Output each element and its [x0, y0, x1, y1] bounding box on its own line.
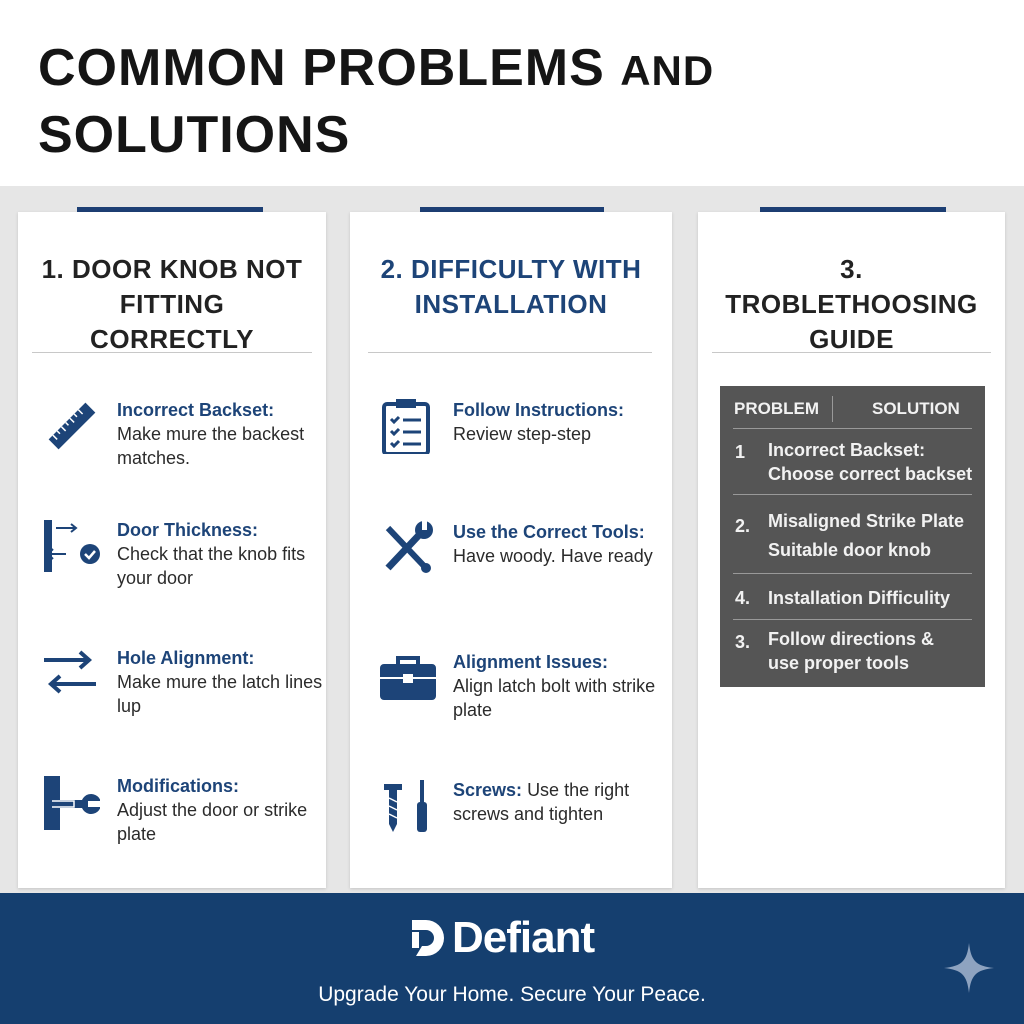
swap-arrows-icon	[44, 650, 96, 694]
row-divider	[733, 494, 972, 495]
item-text: Adjust the door or strike plate	[117, 800, 308, 844]
sparkle-icon	[944, 943, 994, 993]
door-wrench-icon	[44, 776, 100, 830]
tagline: Upgrade Your Home. Secure Your Peace.	[318, 983, 706, 1006]
item-title: Screws:	[453, 780, 523, 800]
row-divider	[733, 619, 972, 620]
item-text: Use the right screws and tighten	[453, 780, 630, 824]
item-text: Make mure the backest matches.	[117, 424, 305, 468]
item-title: Modifications:	[117, 776, 239, 796]
row-divider	[733, 428, 972, 429]
card-title: 2. DIFFICULTY WITH INSTALLATION	[380, 254, 642, 319]
card-installation: 2. DIFFICULTY WITH INSTALLATION Follow I…	[350, 212, 672, 888]
page-title-line2: SOLUTIONS	[38, 106, 351, 164]
item-text: Have woody. Have ready	[453, 546, 653, 566]
footer: Defiant Upgrade Your Home. Secure Your P…	[0, 893, 1024, 1024]
card-title: 3. TROBLETHOOSING GUIDE	[725, 254, 978, 354]
item-text: Check that the knob fits your door	[117, 544, 306, 588]
page-title-line1: COMMON PROBLEMS AND	[38, 39, 715, 97]
item-text: Make mure the latch lines lup	[117, 672, 323, 716]
divider	[32, 352, 312, 353]
door-thickness-check-icon	[44, 520, 100, 572]
divider	[368, 352, 652, 353]
header: COMMON PROBLEMS AND SOLUTIONS	[0, 0, 1024, 186]
defiant-logo-icon	[412, 920, 444, 956]
ruler-icon	[48, 402, 96, 450]
clipboard-checklist-icon	[382, 399, 430, 454]
item-title: Alignment Issues:	[453, 652, 609, 672]
item-title: Incorrect Backset:	[117, 400, 275, 420]
card-title: 1. DOOR KNOB NOT FITTING CORRECTLY	[41, 254, 303, 354]
table-header-solution: SOLUTION	[872, 399, 960, 418]
brand-logo: Defiant	[410, 913, 595, 963]
item-title: Hole Alignment:	[117, 648, 255, 668]
header-divider	[832, 396, 833, 422]
toolbox-icon	[380, 656, 436, 700]
item-title: Door Thickness:	[117, 520, 259, 540]
row-divider	[733, 573, 972, 574]
troubleshooting-table: PROBLEM SOLUTION 1 Incorrect Backset:Cho…	[720, 386, 985, 687]
card-door-knob: 1. DOOR KNOB NOT FITTING CORRECTLY Incor…	[18, 212, 326, 888]
screw-icon	[384, 780, 427, 832]
item-title: Use the Correct Tools:	[453, 522, 645, 542]
wrench-screwdriver-icon	[385, 520, 433, 573]
item-title: Follow Instructions:	[453, 400, 624, 420]
item-text: Review step-step	[453, 424, 592, 444]
item-text: Align latch bolt with strike plate	[453, 676, 656, 720]
table-header-problem: PROBLEM	[734, 399, 819, 418]
divider	[712, 352, 991, 353]
